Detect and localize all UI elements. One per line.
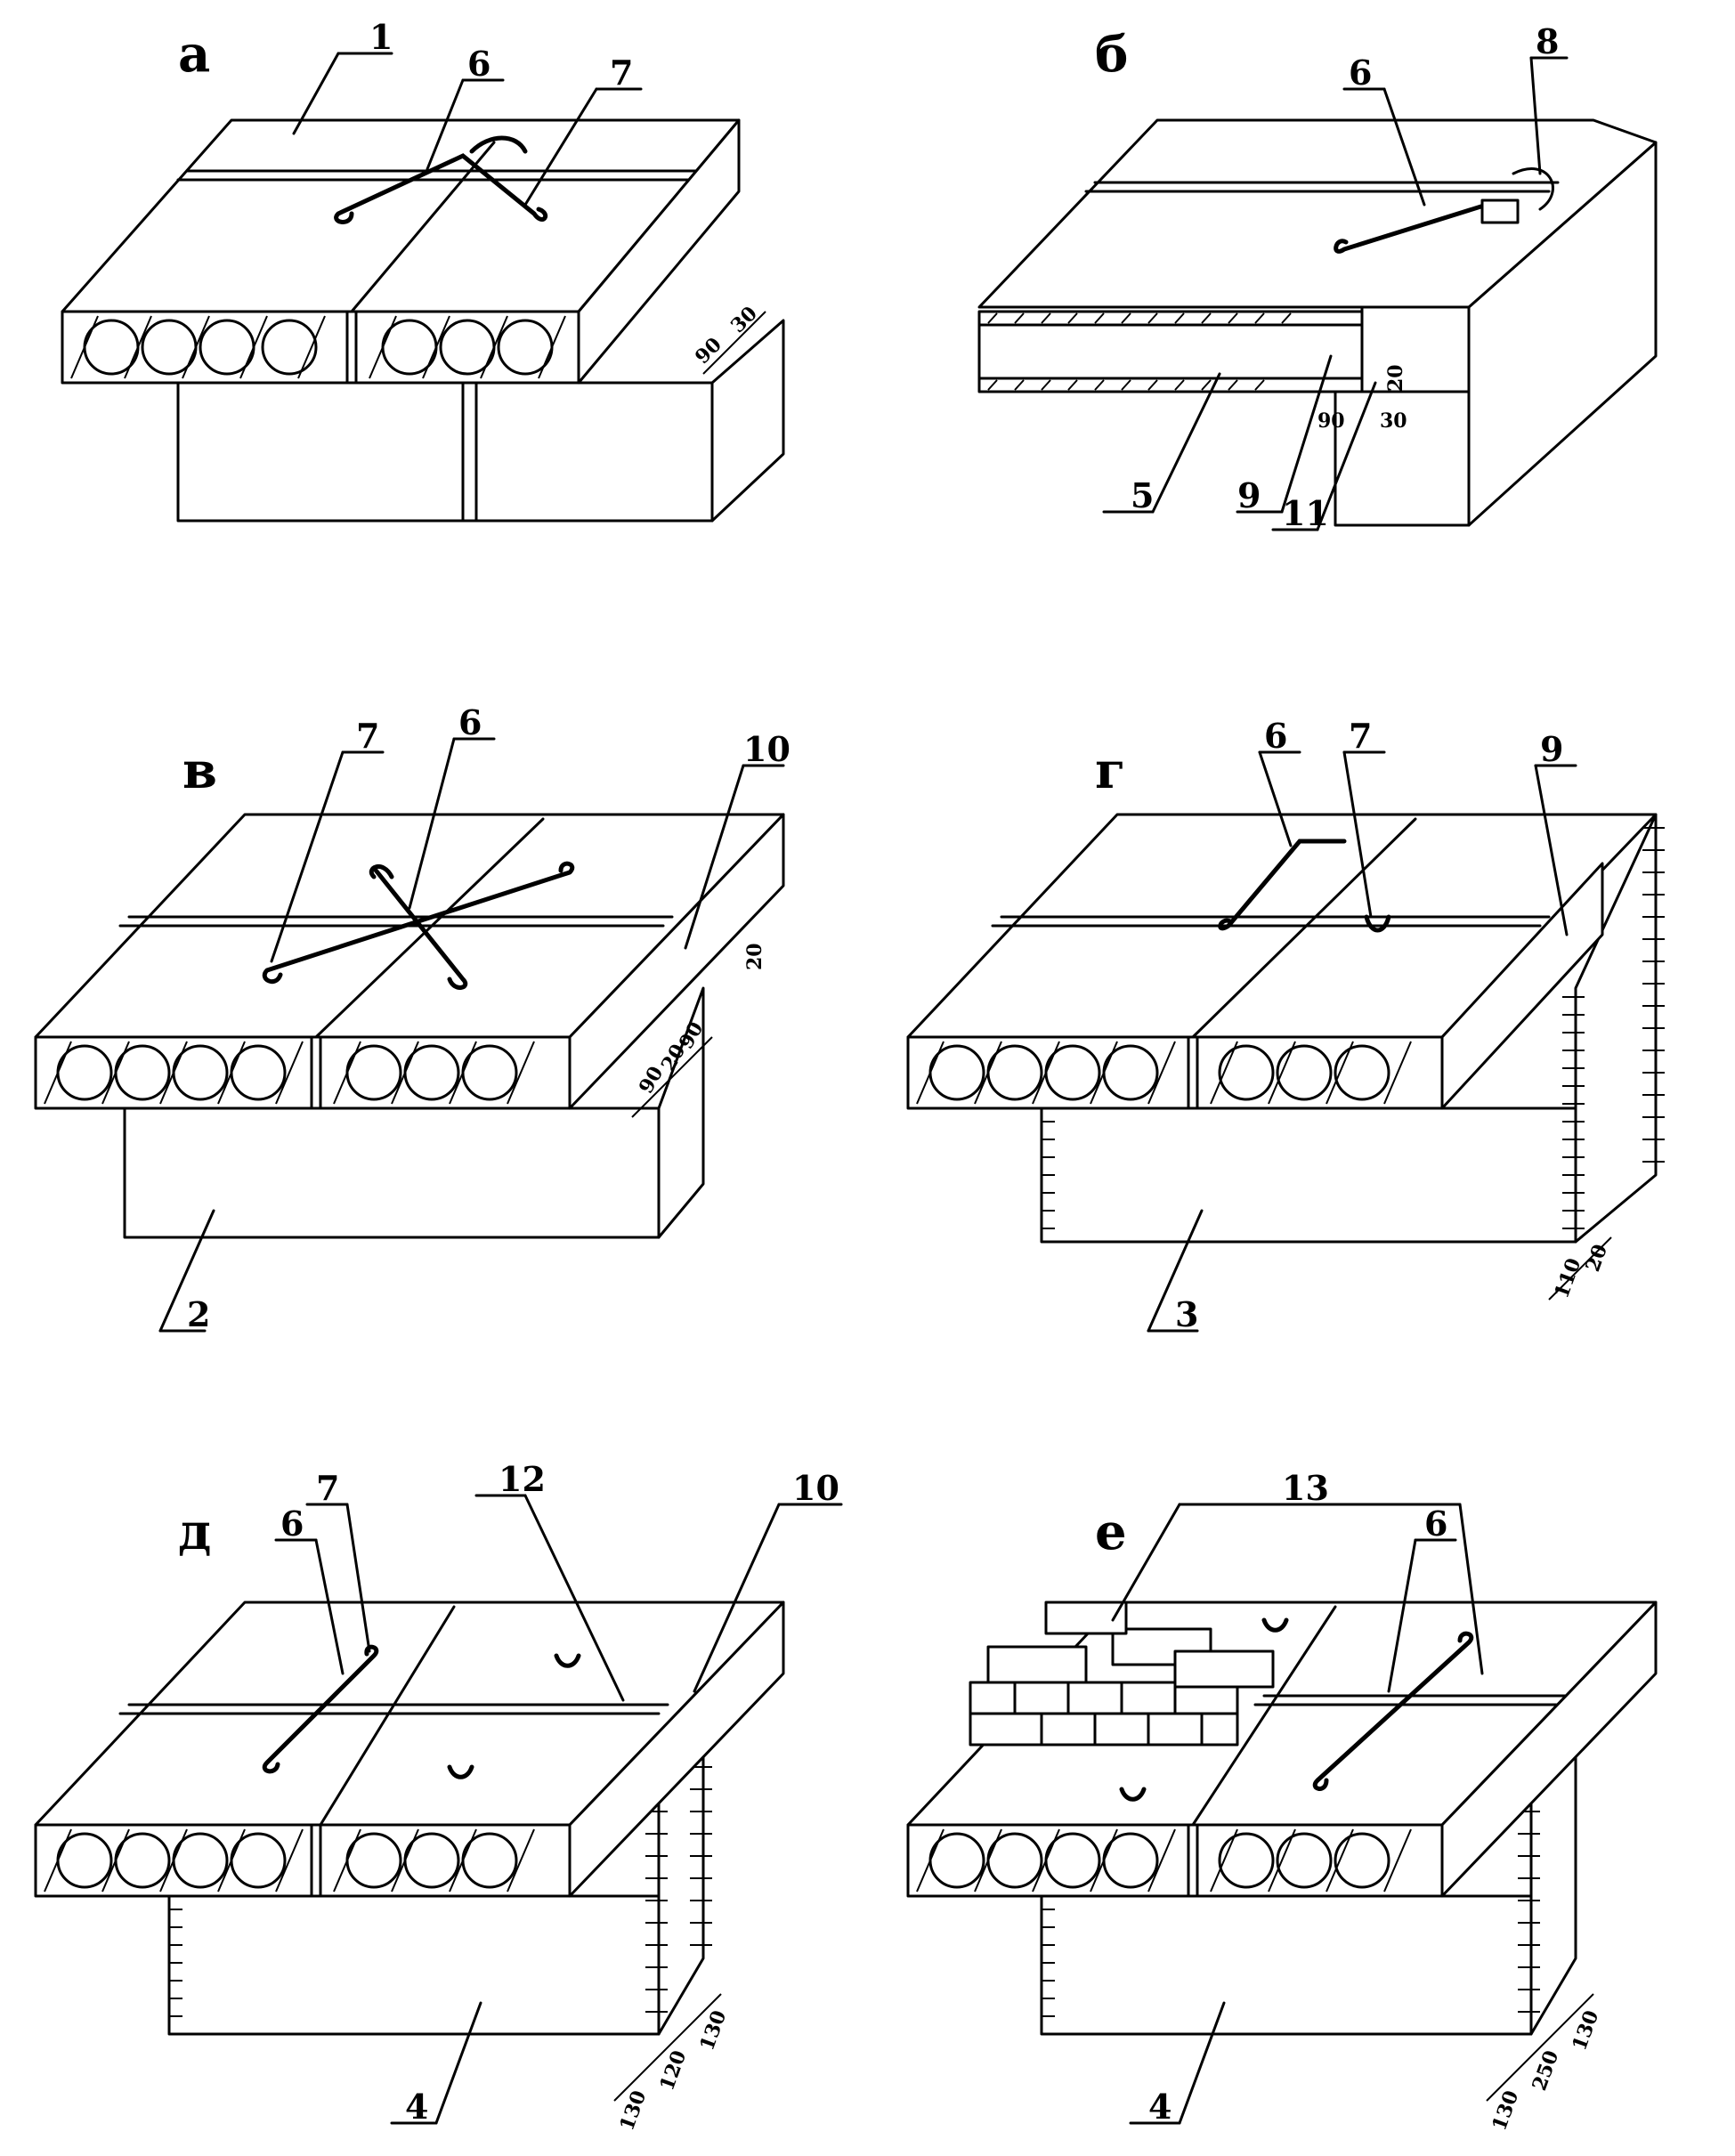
dim-b-30: 30 (1380, 409, 1407, 433)
callout-d-10: 10 (792, 1468, 839, 1508)
dim-a-90: 90 (691, 333, 726, 369)
panel-g: г 6 7 9 3 110 20 (906, 716, 1665, 1334)
callout-v-7: 7 (356, 716, 379, 756)
callout-v-2: 2 (187, 1294, 210, 1334)
panel-e: е (906, 1468, 1658, 2134)
callout-d-7: 7 (316, 1468, 339, 1508)
dim-g-110: 110 (1550, 1255, 1585, 1301)
callout-a-7: 7 (610, 53, 633, 93)
callout-e-6: 6 (1424, 1504, 1447, 1544)
dim-v-20-top: 20 (743, 943, 766, 970)
panel-d-letter: д (178, 1503, 211, 1561)
panel-e-letter: е (1095, 1503, 1127, 1561)
dim-b-20: 20 (1384, 364, 1407, 392)
callout-e-4: 4 (1148, 2087, 1172, 2127)
panel-d: д 7 6 12 10 4 (34, 1459, 843, 2134)
callout-d-6: 6 (280, 1504, 304, 1544)
callout-g-6: 6 (1264, 716, 1287, 756)
callout-g-9: 9 (1540, 729, 1563, 769)
callout-g-3: 3 (1175, 1294, 1198, 1334)
callout-b-8: 8 (1536, 21, 1559, 61)
panel-v: в 7 6 10 2 20 90 20 (34, 702, 790, 1334)
callout-v-6: 6 (458, 702, 482, 742)
callout-d-12: 12 (499, 1459, 546, 1499)
panel-b: б 8 6 5 9 11 20 90 30 (977, 21, 1658, 533)
callout-e-13: 13 (1282, 1468, 1329, 1508)
callout-b-5: 5 (1131, 475, 1154, 515)
dim-a-30: 30 (726, 302, 762, 337)
callout-b-11: 11 (1282, 493, 1329, 533)
panel-v-letter: в (182, 742, 217, 800)
callout-d-4: 4 (405, 2087, 428, 2127)
panel-a: а 1 6 7 9 (61, 17, 785, 523)
panel-b-letter: б (1095, 25, 1128, 84)
dim-b-90: 90 (1317, 409, 1345, 433)
callout-a-1: 1 (369, 17, 393, 57)
callout-v-10: 10 (743, 729, 790, 769)
dim-g-20: 20 (1581, 1241, 1612, 1275)
panel-g-letter: г (1095, 742, 1125, 800)
callout-a-6: 6 (467, 44, 491, 84)
callout-g-7: 7 (1349, 716, 1372, 756)
callout-b-9: 9 (1237, 475, 1261, 515)
panel-a-letter: а (178, 25, 210, 84)
callout-b-6: 6 (1349, 53, 1372, 93)
